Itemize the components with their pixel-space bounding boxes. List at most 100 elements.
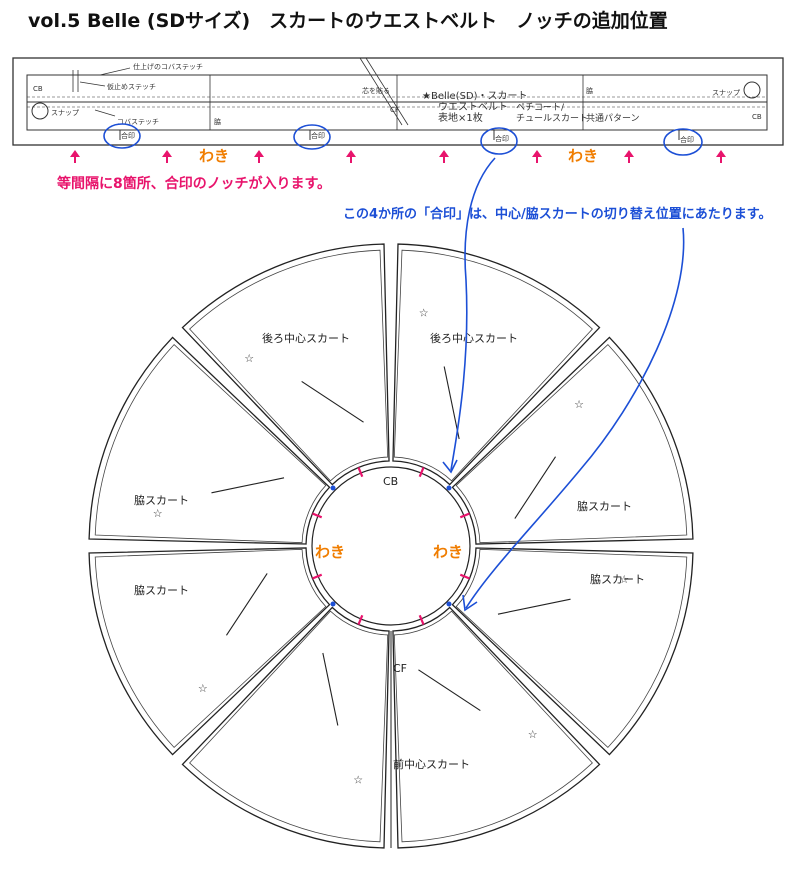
waist-notch-mark — [357, 467, 364, 478]
skirt-piece-back-center-left: ☆ — [181, 243, 390, 486]
belt-side-label-2: 脇 — [586, 87, 593, 95]
grain-arrow — [225, 573, 268, 636]
pink-arrow-7 — [624, 150, 634, 163]
belt-topstitch-top-label: 仕上げのコバステッチ — [133, 62, 203, 71]
star-mark: ☆ — [574, 398, 584, 411]
side-skirt-upper-left-label: 脇スカート — [134, 494, 189, 507]
belt-common-label: 共通パターン — [586, 113, 640, 124]
waki-label-top-right: わき — [568, 147, 598, 165]
skirt-cf-label: CF — [393, 662, 407, 675]
match-note: この4か所の「合印」は、中心/脇スカートの切り替え位置にあたります。 — [343, 206, 772, 222]
star-mark: ☆ — [619, 573, 629, 586]
snap-circle-left — [31, 102, 49, 120]
skirt-piece-side-lower-left: ☆ — [88, 547, 331, 756]
side-skirt-lower-left-label: 脇スカート — [134, 584, 189, 597]
match-mark-dot — [330, 601, 336, 607]
star-mark: ☆ — [244, 352, 254, 365]
match-mark-circles — [103, 123, 703, 156]
star-mark: ☆ — [528, 728, 538, 741]
waist-circle — [311, 466, 471, 626]
belt-cb-left-label: CB — [33, 85, 43, 93]
waki-label-skirt-right: わき — [433, 543, 463, 561]
skirt-cb-label: CB — [383, 475, 398, 488]
pink-arrow-8 — [716, 150, 726, 163]
star-mark: ☆ — [419, 307, 429, 320]
grainline-1 — [359, 57, 403, 126]
match-mark-dot — [446, 485, 452, 491]
star-mark: ☆ — [153, 507, 163, 520]
belt-snap-left-label: スナップ — [51, 109, 79, 117]
belt-match-mark-3: 合印 — [495, 134, 509, 143]
grain-arrow — [418, 669, 481, 712]
match-circle-2 — [293, 124, 331, 150]
blue-arrowhead-side — [462, 594, 478, 612]
pink-arrow-6 — [532, 150, 542, 163]
side-skirt-lower-right-label: 脇スカート — [590, 573, 645, 586]
pink-arrow-5 — [439, 150, 449, 163]
blue-arrowhead-cb — [442, 459, 458, 474]
back-center-skirt-left-label: 後ろ中心スカート — [262, 331, 350, 345]
belt-side-label-1: 脇 — [214, 118, 221, 126]
waistband-notch-ticks — [119, 130, 680, 140]
circle-skirt-pattern: ☆ ☆ ☆ ☆ ☆ ☆ ☆ ☆ — [88, 243, 694, 849]
grain-arrow — [497, 598, 571, 615]
grain-arrow — [514, 456, 557, 519]
match-circle-4 — [663, 128, 703, 156]
skirt-piece-back-center-right: ☆ — [392, 243, 601, 486]
page-title: vol.5 Belle (SDサイズ) スカートのウエストベルト ノッチの追加位… — [28, 10, 668, 32]
belt-piece-sub1: ウエストベルト — [438, 101, 508, 113]
grainline-2 — [365, 57, 409, 126]
waist-notch-mark — [357, 614, 364, 625]
match-circle-1 — [103, 123, 141, 149]
pink-arrow-3 — [254, 150, 264, 163]
leader-basting — [79, 81, 106, 87]
grain-arrow — [211, 477, 285, 494]
blue-guide-arrows — [442, 157, 685, 612]
blue-arrow-cb — [450, 157, 496, 471]
belt-piece-title: ★Belle(SD)・スカート — [422, 90, 528, 102]
leader-topstitch-top — [99, 67, 131, 76]
back-center-skirt-right-label: 後ろ中心スカート — [430, 331, 518, 345]
match-mark-dot — [330, 485, 336, 491]
pink-arrows — [70, 150, 726, 163]
waist-notch-mark — [418, 614, 425, 625]
waist-notch-mark — [312, 573, 323, 580]
skirt-piece-side-upper-left: ☆ — [88, 336, 331, 545]
front-center-skirt-label: 前中心スカート — [393, 757, 470, 771]
waistband-pattern — [12, 57, 784, 146]
notch-note: 等間隔に8箇所、合印のノッチが入ります。 — [57, 175, 331, 192]
belt-cb-right-label: CB — [752, 113, 762, 121]
snap-circle-right — [743, 81, 761, 99]
waist-notch-mark — [459, 512, 470, 519]
skirt-piece-front-center-left: ☆ — [181, 606, 390, 849]
belt-cf-label: CF — [390, 106, 399, 114]
waki-label-top-left: わき — [199, 147, 229, 165]
skirt-piece-side-lower-right: ☆ — [451, 547, 694, 756]
match-mark-dot — [446, 601, 452, 607]
belt-petticoat-label: ペチコート/ — [516, 102, 565, 113]
star-mark: ☆ — [353, 773, 363, 786]
belt-interfacing-label: 芯を貼る — [362, 86, 390, 95]
belt-tulle-label: チュールスカート — [516, 113, 588, 124]
belt-match-mark-2: 合印 — [311, 131, 325, 140]
waistband-outer-outline — [12, 57, 784, 146]
belt-snap-right-label: スナップ — [712, 89, 740, 97]
pink-arrow-4 — [346, 150, 356, 163]
waki-label-skirt-left: わき — [315, 543, 345, 561]
waist-notch-mark — [459, 573, 470, 580]
pink-arrow-1 — [70, 150, 80, 163]
match-circle-3 — [480, 127, 518, 155]
leader-topstitch-bottom — [94, 109, 116, 117]
waist-notch-mark — [312, 512, 323, 519]
basting-stitch-mark — [72, 70, 79, 92]
belt-match-mark-4: 合印 — [680, 135, 694, 144]
blue-arrow-side — [465, 227, 685, 609]
belt-piece-sub2: 表地×1枚 — [438, 111, 483, 124]
belt-match-mark-1: 合印 — [121, 131, 135, 140]
belt-topstitch-bottom-label: コバステッチ — [117, 118, 159, 126]
side-skirt-upper-right-label: 脇スカート — [577, 500, 632, 513]
belt-basting-label: 仮止めステッチ — [107, 82, 156, 91]
skirt-piece-side-upper-right: ☆ — [451, 336, 694, 545]
grain-arrow — [301, 380, 364, 423]
